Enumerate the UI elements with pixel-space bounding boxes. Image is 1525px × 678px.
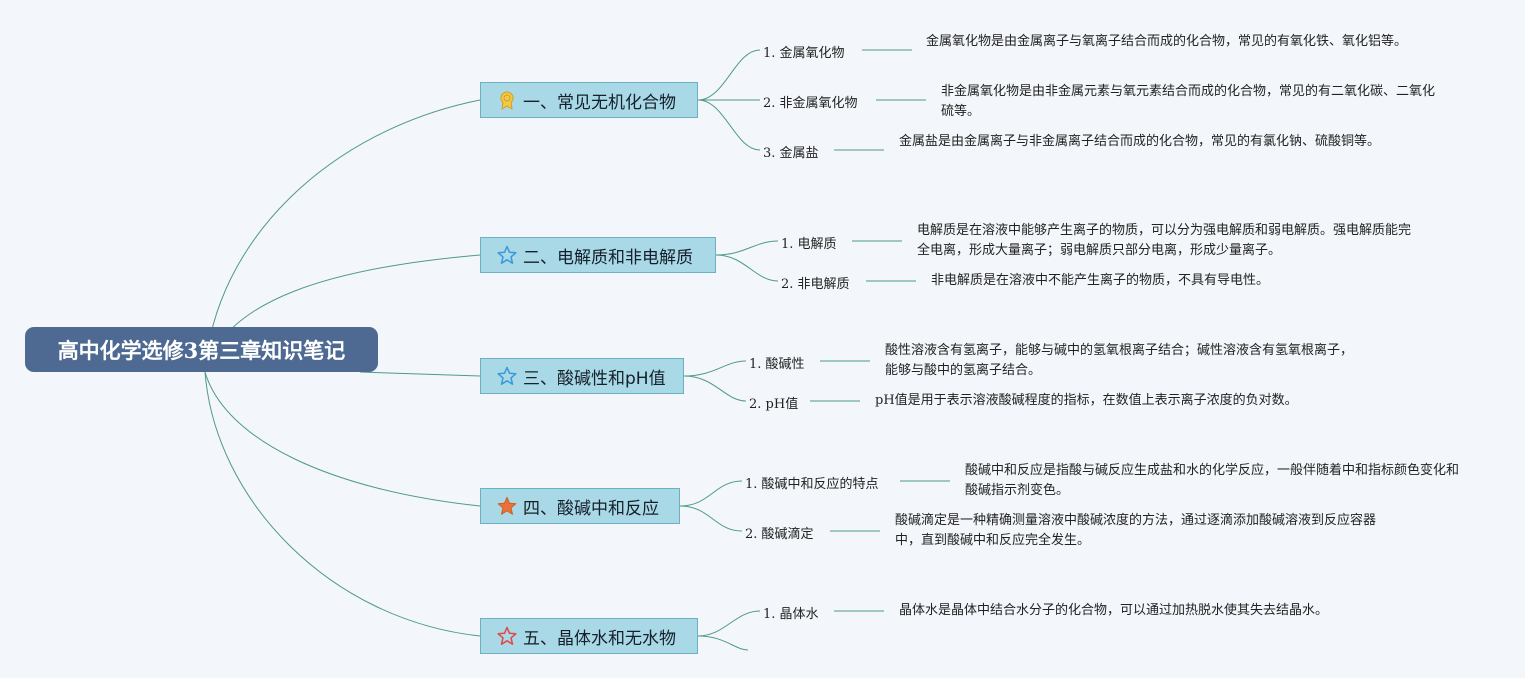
desc-titration: 酸碱滴定是一种精确测量溶液中酸碱浓度的方法，通过逐滴添加酸碱溶液到反应容器中，直… [895,513,1377,548]
branch5-connector-a [697,610,761,637]
star-outline-blue-icon [497,366,517,386]
branch2-connector-a [715,240,779,256]
subtopic-crystal-water[interactable]: 1. 晶体水 [763,607,819,622]
subtopic-ph[interactable]: 2. pH值 [749,397,799,412]
branch2-connector-b [715,254,779,282]
star-filled-orange-icon [497,496,517,516]
branch-title: 四、酸碱中和反应 [523,498,659,519]
branch-title: 二、电解质和非电解质 [523,247,693,268]
branch-inorganic-compounds[interactable]: 一、常见无机化合物 [480,82,698,118]
desc-nonmetal-oxide: 非金属氧化物是由非金属元素与氧元素结合而成的化合物，常见的有二氧化碳、二氧化硫等… [941,84,1436,119]
branch1-connector-a [697,49,761,101]
subtopic-nonelectrolyte[interactable]: 2. 非电解质 [781,277,850,292]
subtopic-metal-salt[interactable]: 3. 金属盐 [763,146,819,161]
branch-title: 一、常见无机化合物 [523,92,676,113]
root-connector-5 [204,371,481,637]
medal-icon [497,90,517,110]
branch-electrolytes[interactable]: 二、电解质和非电解质 [480,237,716,273]
desc-crystal-water: 晶体水是晶体中结合水分子的化合物，可以通过加热脱水使其失去结晶水。 [899,603,1329,618]
branch3-connector-a [683,360,747,377]
desc-acidity: 酸性溶液含有氢离子，能够与碱中的氢氧根离子结合；碱性溶液含有氢氧根离子，能够与酸… [885,343,1354,378]
branch4-connector-b [679,505,743,532]
subtopic-neutralization-features[interactable]: 1. 酸碱中和反应的特点 [745,477,879,492]
subtopic-metal-oxide[interactable]: 1. 金属氧化物 [763,46,845,61]
root-connector-1 [204,99,481,373]
branch4-connector-a [679,480,743,507]
desc-ph: pH值是用于表示溶液酸碱程度的指标，在数值上表示离子浓度的负对数。 [875,393,1298,408]
desc-neutralization-features: 酸碱中和反应是指酸与碱反应生成盐和水的化学反应，一般伴随着中和指标颜色变化和酸碱… [965,463,1460,498]
subtopic-nonmetal-oxide[interactable]: 2. 非金属氧化物 [763,96,858,111]
branch1-connector-c [697,99,761,151]
desc-nonelectrolyte: 非电解质是在溶液中不能产生离子的物质，不具有导电性。 [931,273,1270,288]
subtopic-electrolyte[interactable]: 1. 电解质 [781,237,837,252]
root-connector-3 [359,371,481,377]
root-title: 高中化学选修3第三章知识笔记 [57,337,346,363]
desc-metal-salt: 金属盐是由金属离子与非金属离子结合而成的化合物，常见的有氯化钠、硫酸铜等。 [899,134,1381,149]
branch5-connector-b [697,635,749,651]
branch3-connector-b [683,375,747,402]
branch-acidity-ph[interactable]: 三、酸碱性和pH值 [480,358,684,394]
branch-title: 五、晶体水和无水物 [523,628,676,649]
star-outline-blue-icon [497,245,517,265]
root-topic[interactable]: 高中化学选修3第三章知识笔记 [25,327,378,372]
branch-crystal-water[interactable]: 五、晶体水和无水物 [480,618,698,654]
branch-title: 三、酸碱性和pH值 [523,368,666,389]
desc-electrolyte: 电解质是在溶液中能够产生离子的物质，可以分为强电解质和弱电解质。强电解质能完全电… [917,223,1412,258]
subtopic-acidity[interactable]: 1. 酸碱性 [749,357,805,372]
root-connector-4 [204,371,481,507]
branch-neutralization[interactable]: 四、酸碱中和反应 [480,488,680,524]
subtopic-titration[interactable]: 2. 酸碱滴定 [745,527,814,542]
desc-metal-oxide: 金属氧化物是由金属离子与氧离子结合而成的化合物，常见的有氧化铁、氧化铝等。 [926,34,1408,49]
star-outline-red-icon [497,626,517,646]
